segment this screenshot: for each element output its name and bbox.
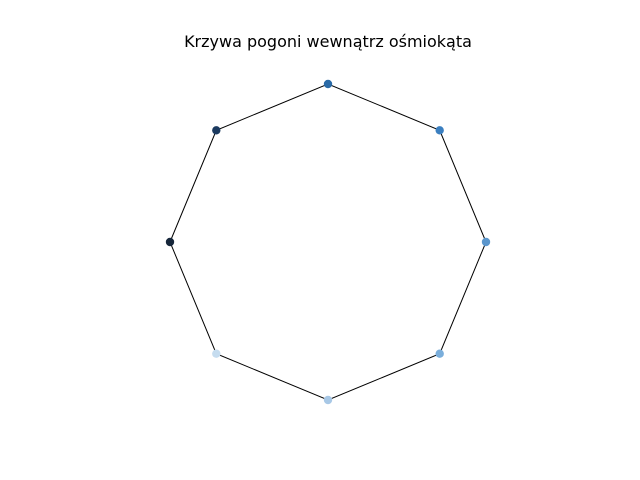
vertex-point-3 xyxy=(323,79,333,89)
vertex-point-6 xyxy=(435,349,444,358)
vertex-point-4 xyxy=(435,126,444,135)
vertex-point-2 xyxy=(212,126,221,135)
vertex-point-1 xyxy=(165,237,175,247)
vertex-point-7 xyxy=(323,395,333,405)
vertex-point-8 xyxy=(212,349,221,358)
figure-title: Krzywa pogoni wewnątrz ośmiokąta xyxy=(184,32,472,51)
vertex-point-5 xyxy=(481,237,491,247)
